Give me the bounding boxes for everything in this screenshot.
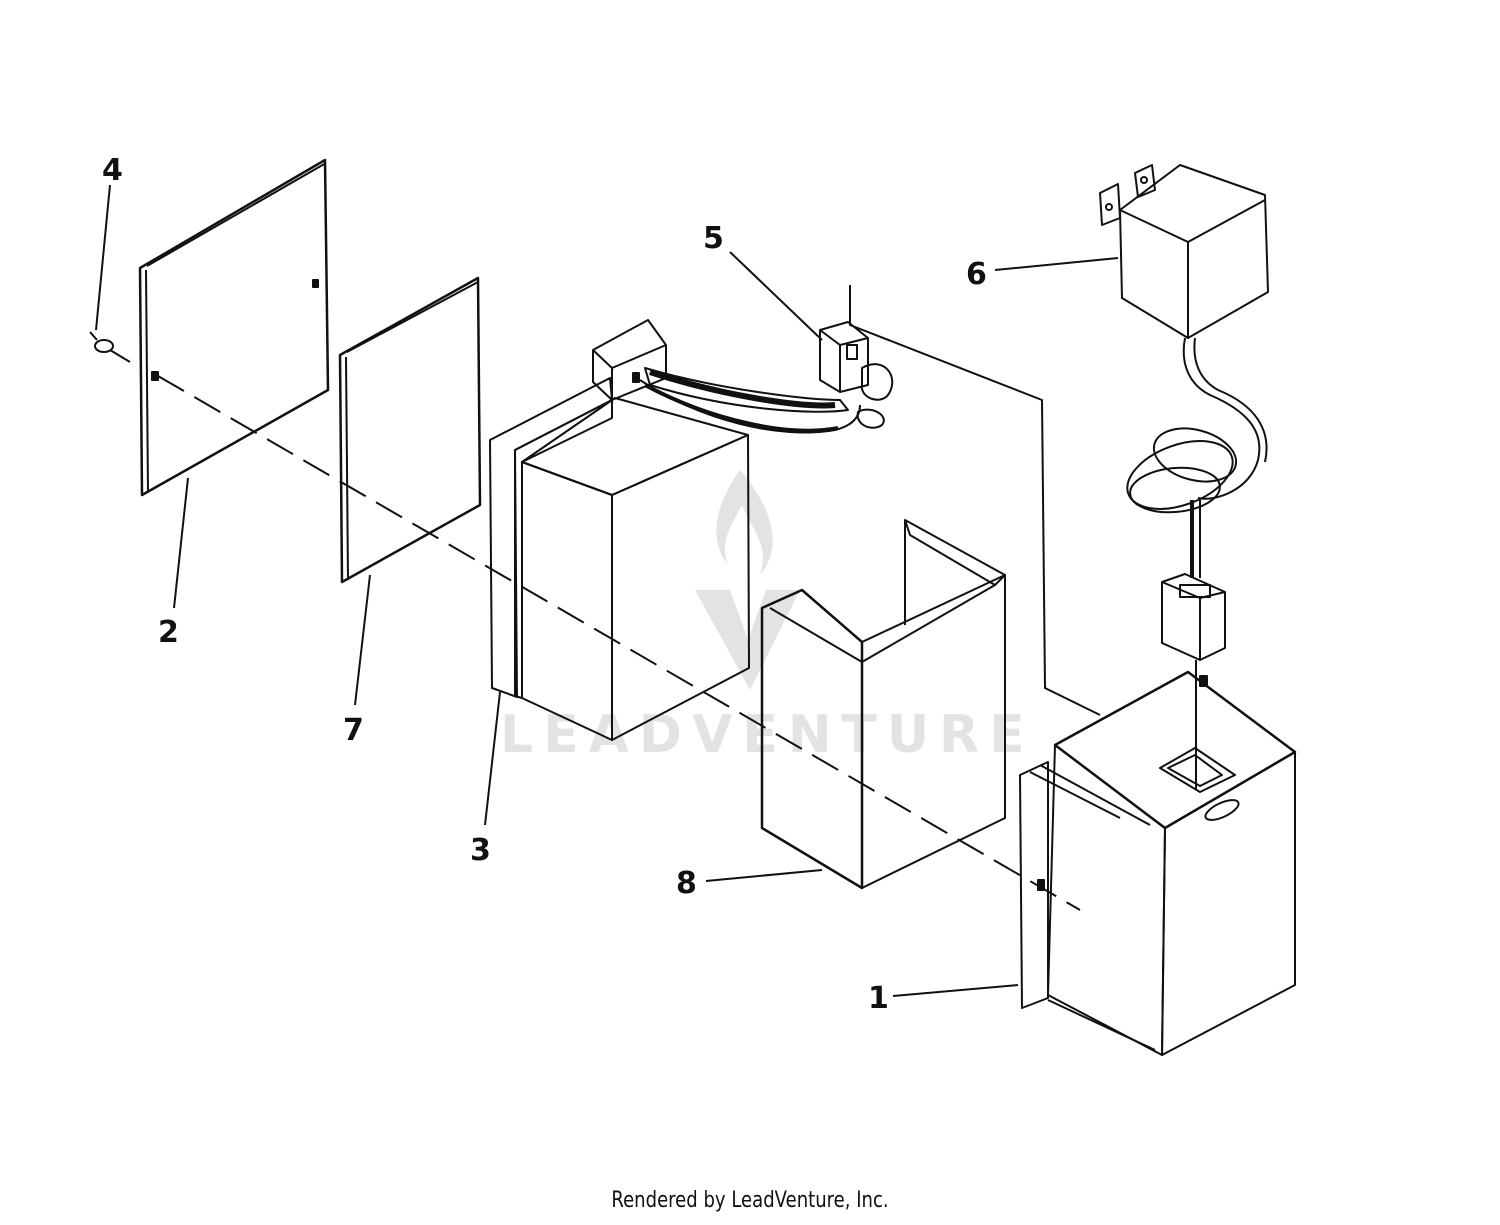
part-7-insulation-pad[interactable] [338,276,482,584]
leader-lines [95,184,1119,997]
callout-4[interactable]: 4 [102,153,123,188]
callout-8[interactable]: 8 [676,866,697,901]
part-1-battery-box[interactable] [1019,670,1297,1056]
part-4-screw[interactable] [89,331,131,363]
mounting-frame-outline [849,285,1101,716]
watermark: LEADVENTURE [500,470,1035,765]
part-8-battery-shield[interactable] [760,519,1006,890]
callout-3[interactable]: 3 [470,833,491,868]
callout-6[interactable]: 6 [966,257,987,292]
callout-labels: 4 2 7 3 5 6 8 1 [102,153,987,1016]
callout-2[interactable]: 2 [158,615,179,650]
part-3-battery[interactable] [489,319,750,741]
callout-1[interactable]: 1 [868,981,889,1016]
alignment-dash-line [157,375,1081,911]
part-2-cover-plate[interactable] [138,158,330,497]
callout-7[interactable]: 7 [343,713,364,748]
part-5-wire-harness[interactable] [639,321,894,434]
watermark-text: LEADVENTURE [500,705,1035,765]
part-6-charger[interactable] [1099,164,1269,790]
callout-5[interactable]: 5 [703,221,724,256]
watermark-v-icon [695,590,800,690]
footer-credit: Rendered by LeadVenture, Inc. [611,1188,889,1213]
watermark-flame-icon [716,470,773,575]
